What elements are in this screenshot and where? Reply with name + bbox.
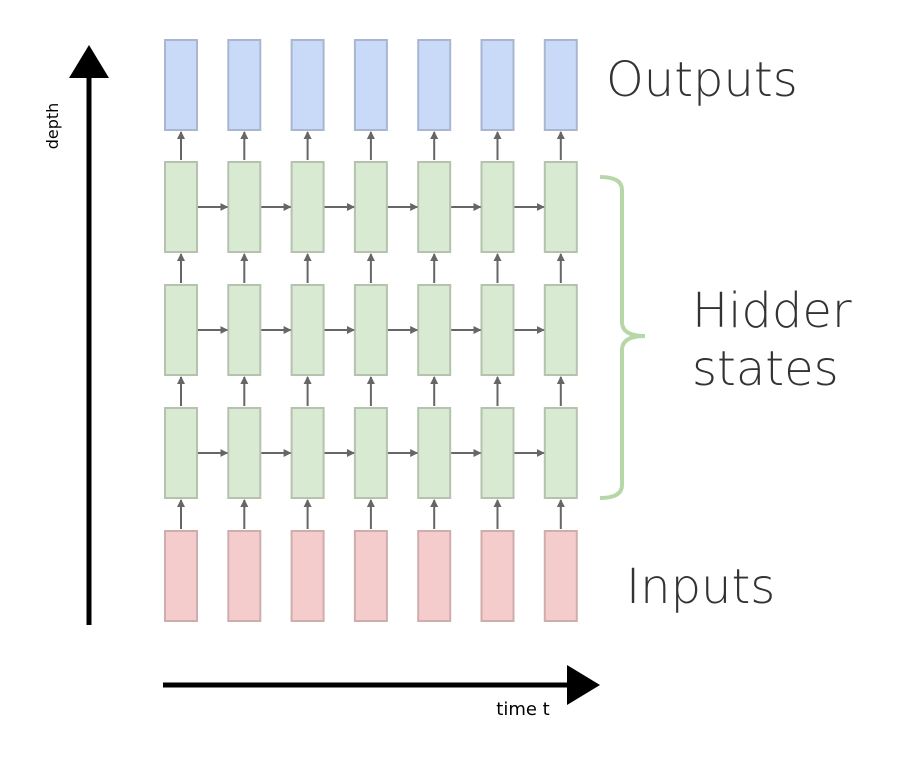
output-cell-t5 [417,39,452,131]
depth-axis-arrowhead [69,45,109,78]
hidden-cell-l2-t4 [353,284,388,376]
hidden-cell-l1-t5 [417,407,452,499]
hidden-cell-l2-t7 [543,284,578,376]
outputs-label: Outputs [606,52,798,108]
input-cell-t6 [480,530,515,622]
hidden-cell-l3-t1 [164,161,198,253]
hidden-cell-l3-t5 [417,161,452,253]
output-cell-t6 [480,39,515,131]
hidden-states-bracket [599,175,646,500]
hidden-states-label-line2: states [692,341,839,397]
inputs-label: Inputs [626,559,775,615]
time-axis-label: time t [496,699,549,720]
hidden-states-label-line1: Hidder [692,283,852,339]
connectors [177,131,565,529]
input-cell-t7 [543,530,578,622]
hidden-cell-l3-t4 [353,161,388,253]
depth-axis: depth [43,45,109,625]
hidden-cell-l2-t5 [417,284,452,376]
output-cell-t2 [227,39,262,131]
hidden-cell-l1-t7 [543,407,578,499]
hidden-cell-l1-t1 [164,407,198,499]
depth-axis-label: depth [43,103,62,150]
input-cell-t3 [290,530,325,622]
hidden-cell-l3-t3 [290,161,325,253]
time-axis-arrowhead [567,665,600,705]
output-cell-t7 [543,39,578,131]
hidden-cell-l1-t6 [480,407,515,499]
time-axis: time t [163,665,600,720]
hidden-cell-l2-t3 [290,284,325,376]
hidden-cell-l2-t1 [164,284,198,376]
input-cell-t4 [353,530,388,622]
hidden-cell-l1-t4 [353,407,388,499]
output-cell-t4 [353,39,388,131]
hidden-cell-l2-t2 [227,284,262,376]
hidden-cell-l2-t6 [480,284,515,376]
hidden-cell-l3-t7 [543,161,578,253]
hidden-cell-l1-t2 [227,407,262,499]
input-cell-t1 [164,530,198,622]
hidden-cell-l1-t3 [290,407,325,499]
input-cell-t2 [227,530,262,622]
hidden-cell-l3-t2 [227,161,262,253]
hidden-cell-l3-t6 [480,161,515,253]
input-cell-t5 [417,530,452,622]
cell-grid [164,39,578,622]
output-cell-t3 [290,39,325,131]
output-cell-t1 [164,39,198,131]
